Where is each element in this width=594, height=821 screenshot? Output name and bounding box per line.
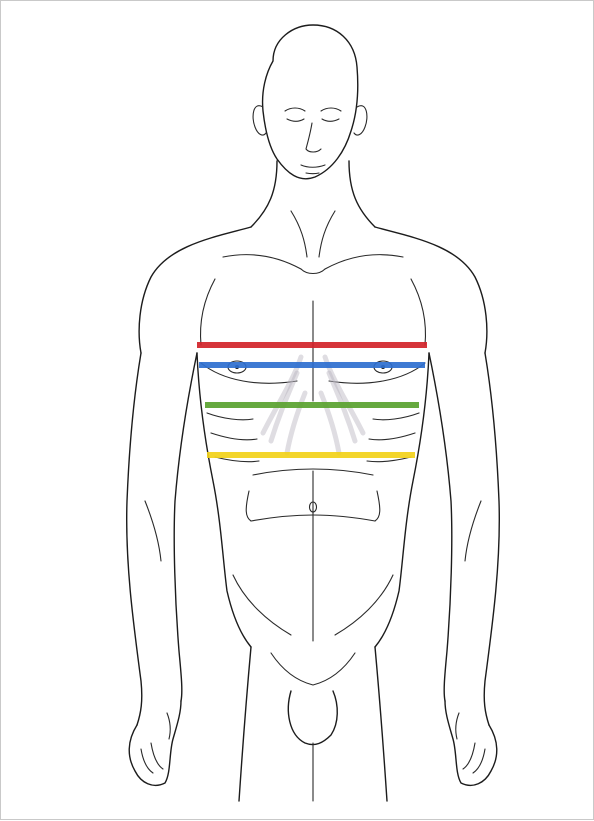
lower-body <box>239 647 387 801</box>
neck <box>251 161 375 257</box>
head <box>253 25 367 179</box>
torso <box>139 227 487 647</box>
